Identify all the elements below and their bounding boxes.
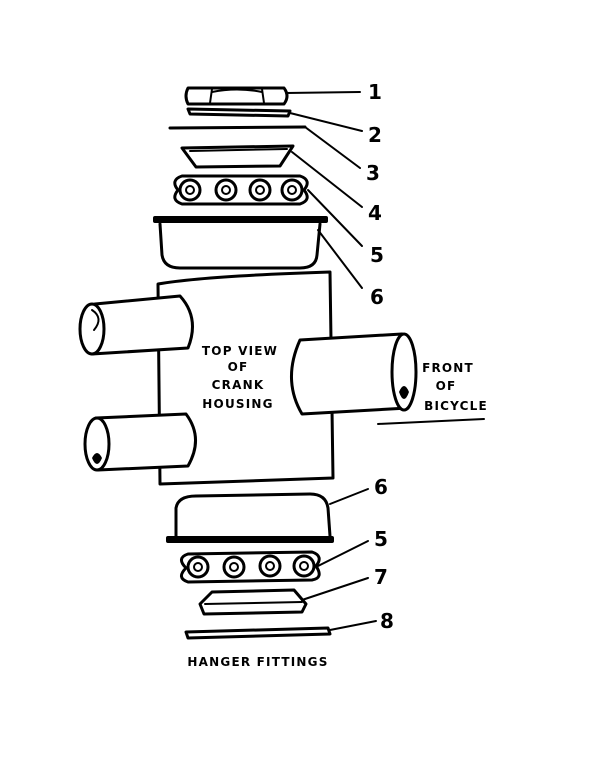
part-8-spindle-washer	[184, 626, 332, 640]
part-numbers: 1 2 3 4 5 6 6 5 7 8	[366, 80, 394, 633]
front-label-line-1: FRONT	[422, 361, 474, 375]
part-number-5-upper: 5	[370, 243, 384, 267]
part-number-8: 8	[380, 609, 394, 633]
part-4-adjustable-cone	[180, 144, 295, 169]
part-number-1: 1	[368, 80, 382, 104]
part-number-4: 4	[368, 201, 382, 225]
leader-lines	[285, 91, 377, 631]
housing-label-line-2: OF	[228, 360, 249, 374]
housing-label: TOP VIEW OF CRANK HOUSING	[202, 344, 278, 411]
part-number-6-lower: 6	[374, 475, 388, 499]
part-number-7: 7	[374, 565, 388, 589]
right-tube	[290, 332, 418, 416]
diagram-caption: HANGER FITTINGS	[187, 655, 328, 669]
part-number-5-lower: 5	[374, 527, 388, 551]
part-1-lock-nut	[184, 86, 289, 106]
front-label-line-3: BICYCLE	[424, 399, 488, 413]
crank-housing	[156, 270, 335, 486]
front-label: FRONT OF BICYCLE	[377, 361, 488, 425]
left-lower-tube	[83, 412, 197, 472]
housing-label-line-3: CRANK	[212, 378, 265, 392]
front-label-line-2: OF	[436, 379, 457, 393]
part-6-cup-lower	[166, 492, 334, 543]
housing-label-line-4: HOUSING	[202, 397, 273, 411]
front-direction-line	[377, 418, 485, 425]
part-5-ball-retainer-upper	[173, 174, 309, 206]
part-number-6-upper: 6	[370, 285, 384, 309]
part-3-thin-washer	[168, 125, 307, 130]
part-7-fixed-cone	[198, 588, 308, 616]
part-number-3: 3	[366, 161, 380, 185]
part-5-ball-retainer-lower	[180, 550, 321, 584]
housing-label-line-1: TOP VIEW	[202, 344, 278, 358]
part-number-2: 2	[368, 123, 382, 147]
left-upper-tube	[78, 294, 194, 356]
part-2-washer	[186, 107, 292, 118]
part-6-cup-upper	[153, 216, 328, 270]
